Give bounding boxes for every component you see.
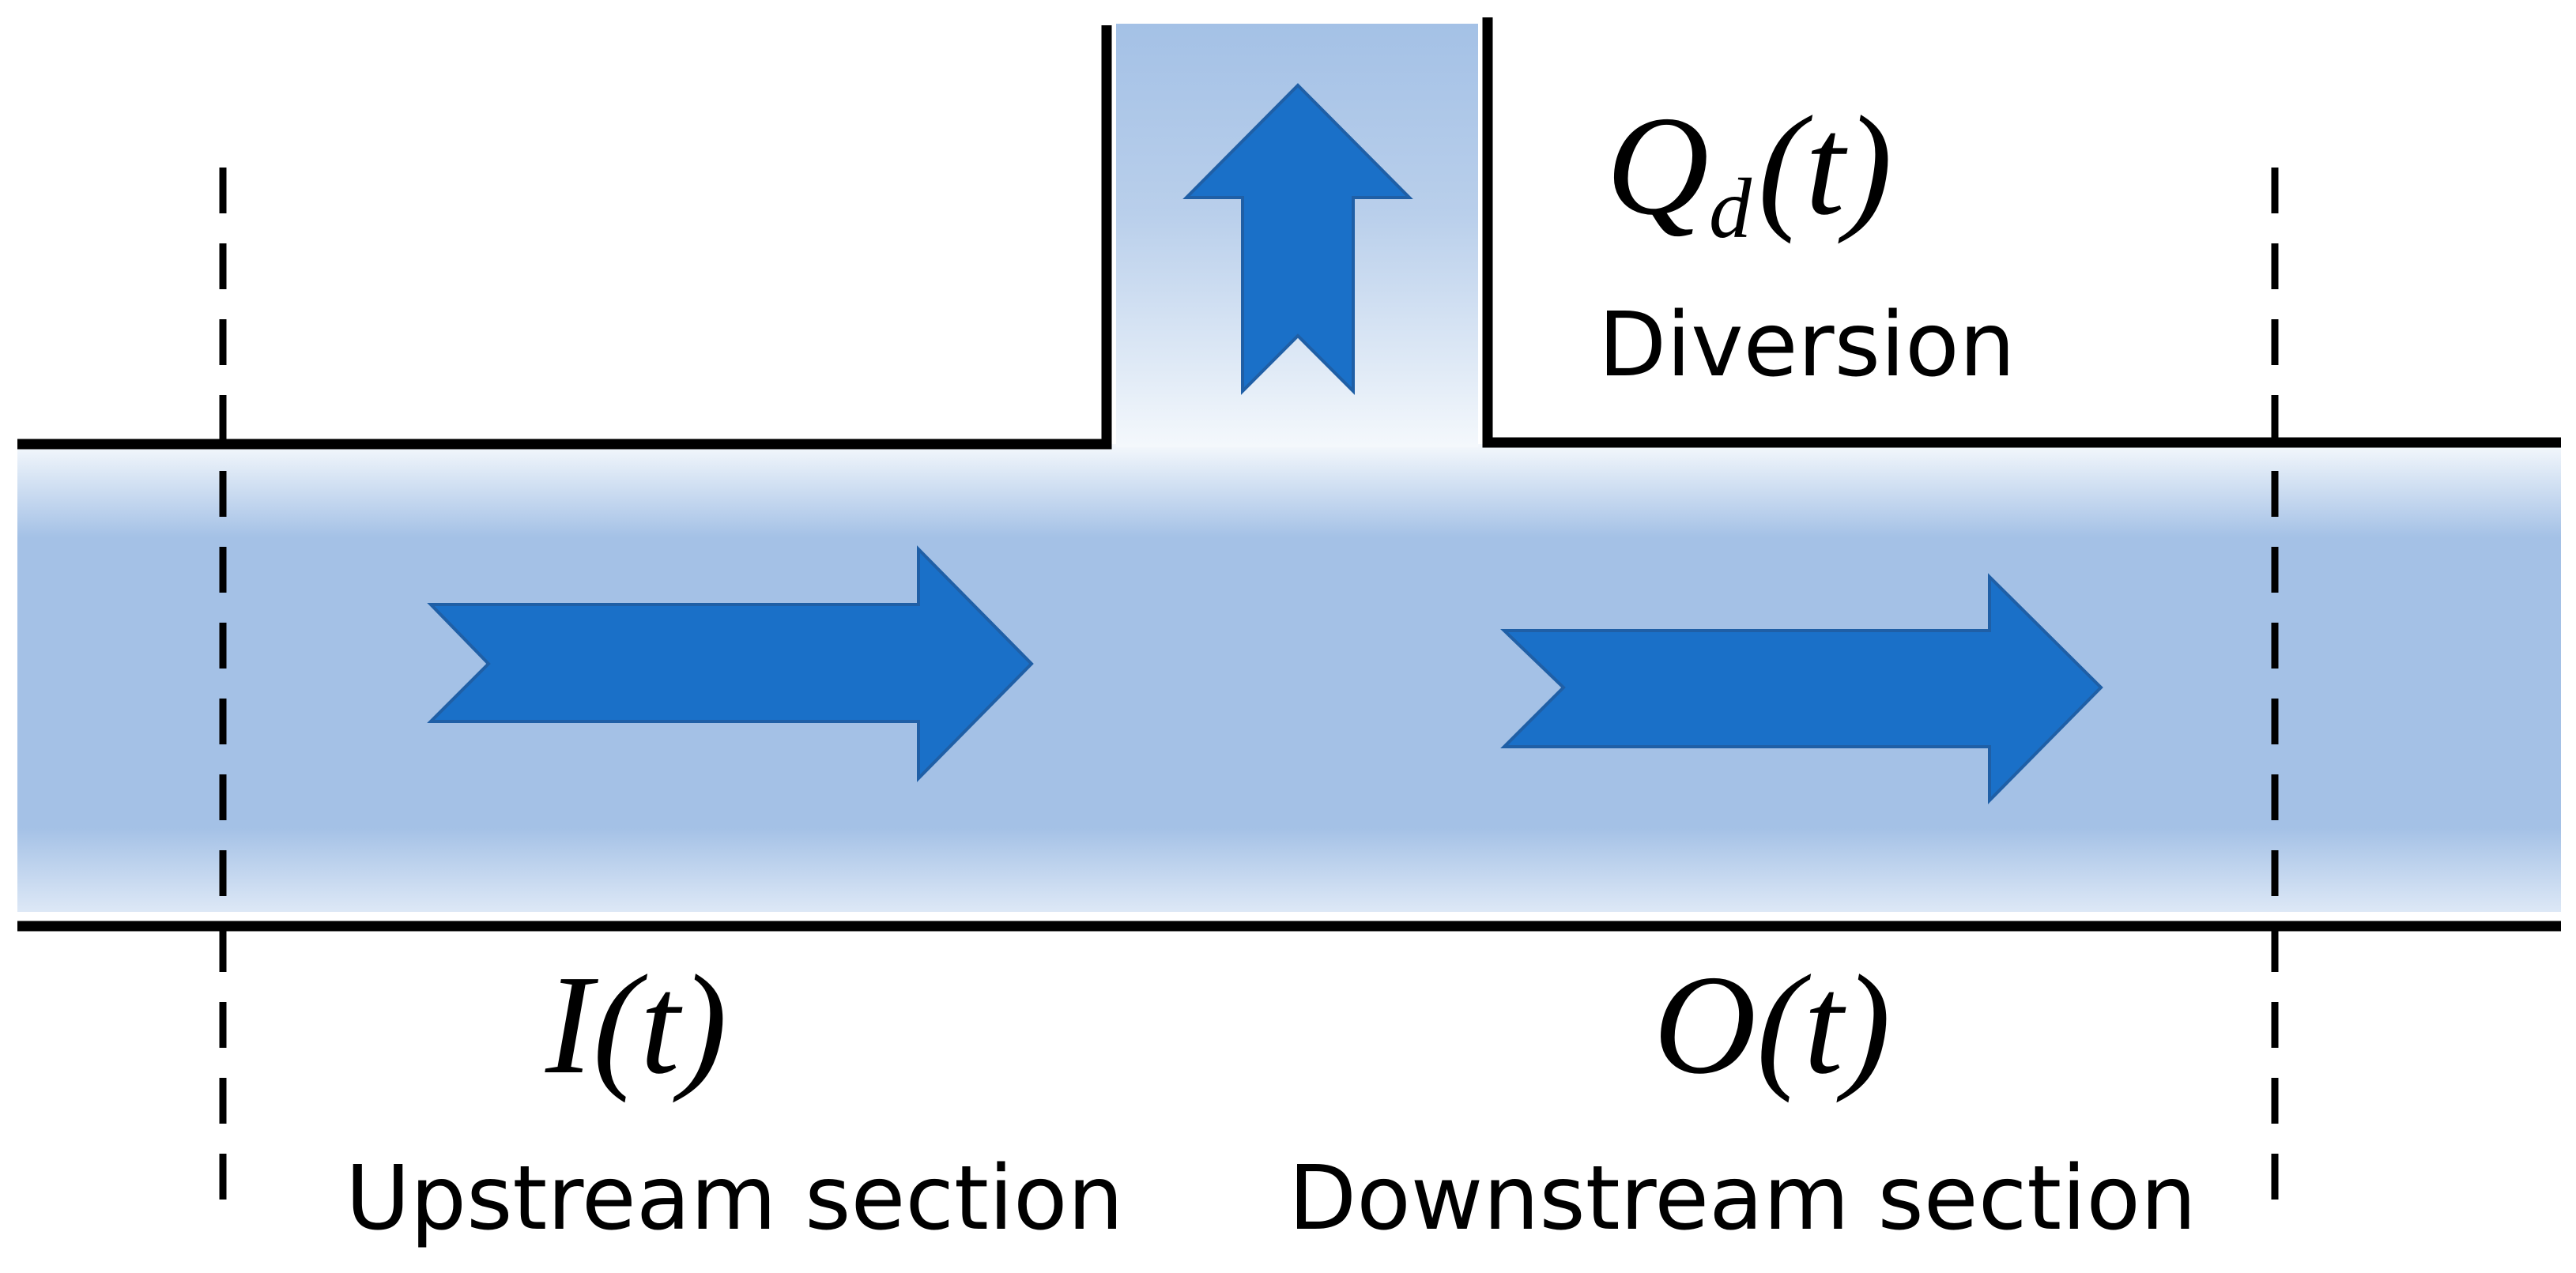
- diversion-symbol-subscript: d: [1709, 162, 1752, 256]
- upstream-inflow-symbol: I(t): [545, 946, 727, 1103]
- downstream-section-label: Downstream section: [1288, 1147, 2197, 1250]
- channel-top-wall: [17, 25, 1112, 450]
- downstream-flow-arrow: [1500, 573, 2103, 804]
- diversion-flow-arrow: [1182, 83, 1413, 395]
- upstream-section-label: Upstream section: [345, 1147, 1124, 1250]
- downstream-outflow-symbol: O(t): [1654, 946, 1891, 1103]
- diversion-label: Diversion: [1598, 294, 2016, 397]
- main-channel-water: [17, 444, 2561, 912]
- diversion-symbol-argument: (t): [1758, 87, 1892, 244]
- upstream-flow-arrow: [427, 545, 1034, 782]
- diversion-symbol: Qd(t): [1606, 87, 1892, 256]
- diversion-symbol-q: Q: [1606, 87, 1709, 244]
- channel-top-wall-right: [1482, 17, 2561, 448]
